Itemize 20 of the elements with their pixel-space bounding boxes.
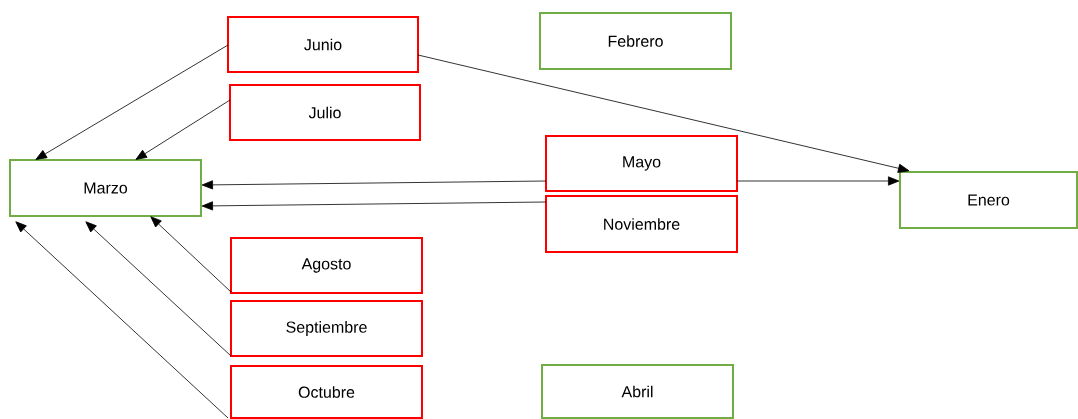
month-box: Octubre (230, 365, 423, 419)
arrow (150, 216, 232, 293)
arrow (85, 221, 232, 357)
month-box: Agosto (230, 237, 423, 294)
month-box: Noviembre (545, 195, 738, 253)
arrow (201, 180, 547, 190)
arrow (417, 54, 910, 173)
arrow (135, 99, 231, 160)
month-box: Marzo (9, 159, 202, 217)
month-box: Enero (899, 171, 1078, 229)
month-box: Abril (541, 364, 734, 419)
arrow (201, 201, 547, 211)
month-box: Julio (229, 84, 421, 141)
month-box: Mayo (545, 135, 738, 192)
month-box: Febrero (539, 12, 732, 70)
arrow (15, 221, 229, 419)
month-box: Septiembre (230, 300, 423, 357)
arrow (35, 44, 229, 160)
arrow (736, 176, 900, 186)
month-box: Junio (227, 16, 419, 73)
